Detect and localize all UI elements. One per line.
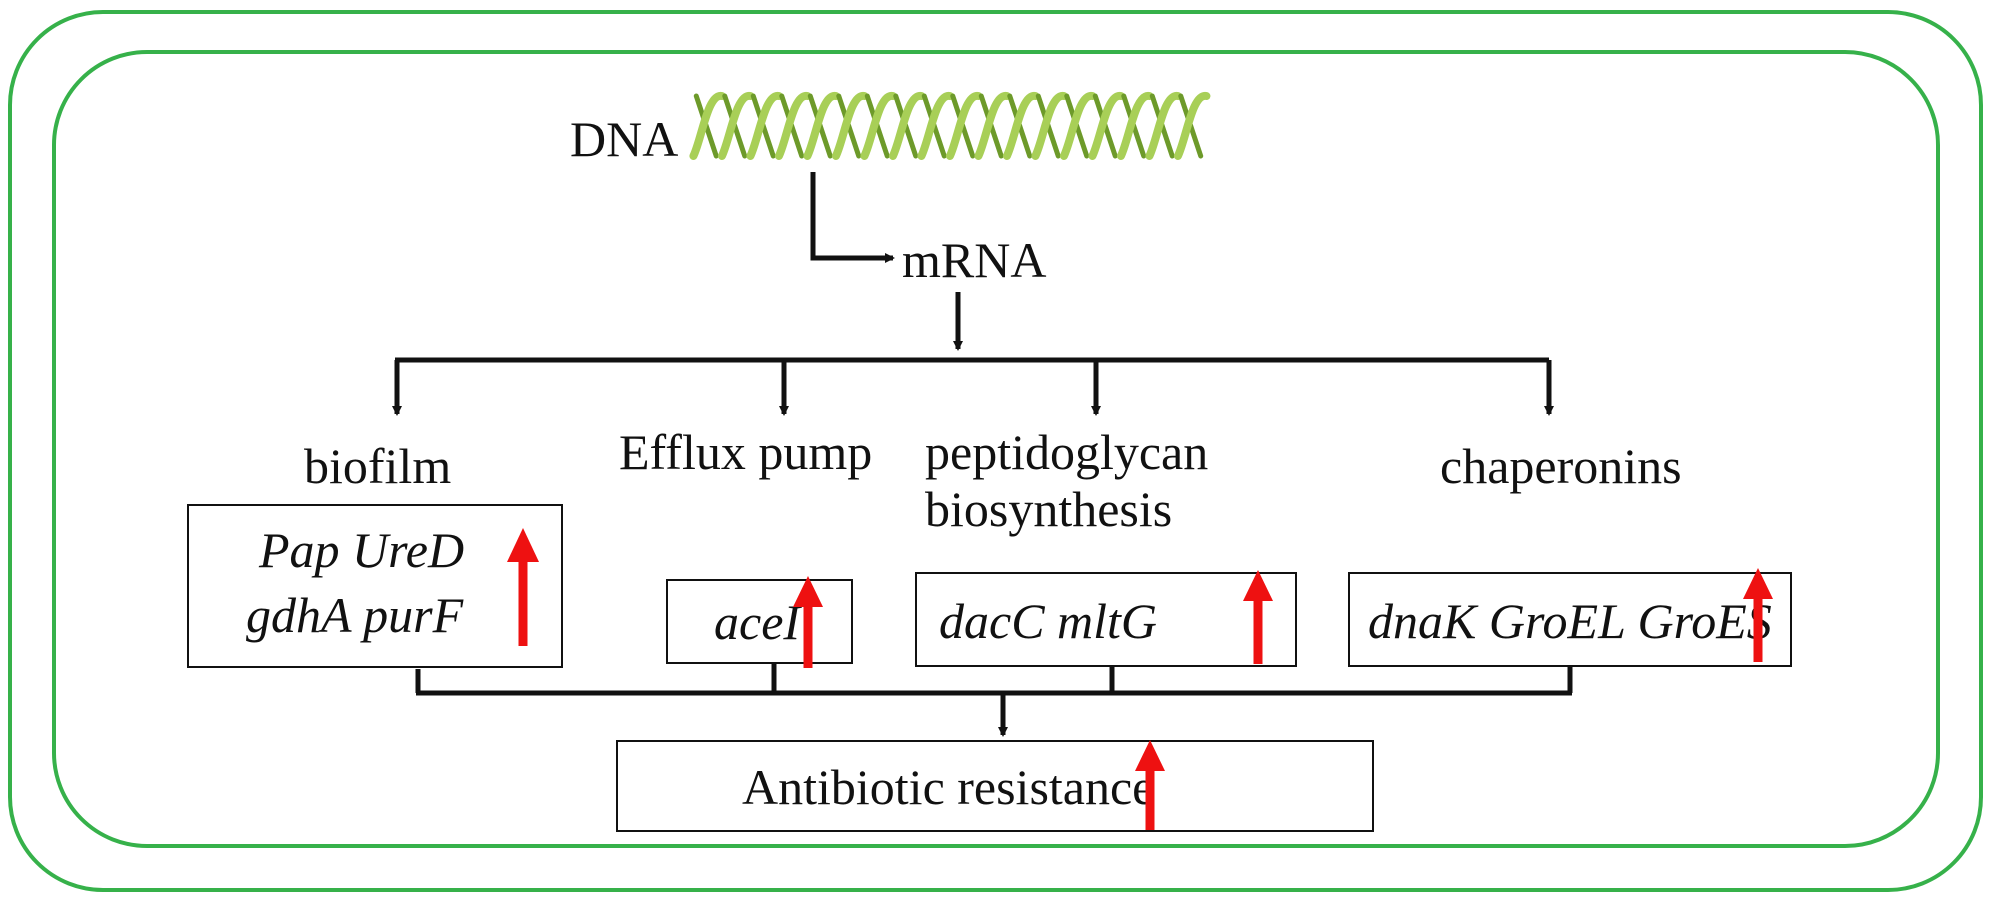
helix-strand-front <box>717 92 755 160</box>
helix-strand-front <box>1059 92 1097 160</box>
helix-strand-front <box>1031 92 1068 160</box>
helix-strand-front <box>689 92 726 160</box>
helix-strand-front <box>974 92 1011 160</box>
helix-strand-front <box>945 92 983 160</box>
helix-strand-front <box>1088 92 1125 160</box>
category-title-peptidoglycan: peptidoglycan <box>925 424 1209 480</box>
peptidoglycan-gene-box: dacC mltG <box>915 570 1297 667</box>
up-arrow-icon <box>1243 570 1273 664</box>
chaperonins-gene-box: dnaK GroEL GroES <box>1348 568 1792 667</box>
helix-strand-front <box>1145 92 1182 160</box>
dna-label: DNA <box>570 111 679 167</box>
biofilm-genes-line1: Pap UreD <box>259 522 465 578</box>
biofilm-genes-line2: gdhA purF <box>246 587 464 643</box>
inner-cell-membrane <box>52 50 1940 848</box>
up-arrow-icon <box>1135 740 1165 830</box>
dna-helix-icon <box>689 92 1211 160</box>
up-arrow-icon <box>1743 568 1773 662</box>
antibiotic-resistance-label: Antibiotic resistance <box>742 759 1155 815</box>
antibiotic-resistance-box: Antibiotic resistance <box>616 740 1374 832</box>
mrna-label: mRNA <box>902 232 1047 288</box>
helix-strand-front <box>746 92 783 160</box>
helix-strand-front <box>917 92 954 160</box>
category-title-efflux-pump: Efflux pump <box>619 424 873 480</box>
helix-strand-front <box>1173 92 1211 160</box>
helix-strand-front <box>831 92 869 160</box>
helix-strand-front <box>1002 92 1040 160</box>
outer-cell-membrane <box>8 10 1983 892</box>
up-arrow-icon <box>507 528 539 646</box>
helix-strand-front <box>803 92 840 160</box>
helix-strand-front <box>860 92 897 160</box>
up-arrow-icon <box>793 576 823 668</box>
efflux-genes: aceI <box>714 594 801 650</box>
dna-to-mrna-arrow <box>810 172 895 263</box>
biofilm-gene-box: Pap UreD gdhA purF <box>187 504 563 668</box>
helix-strand-front <box>888 92 926 160</box>
category-title-biofilm: biofilm <box>304 438 452 494</box>
efflux-gene-box: aceI <box>666 576 853 668</box>
category-title-chaperonins: chaperonins <box>1440 438 1682 494</box>
chaperonins-genes: dnaK GroEL GroES <box>1368 593 1772 649</box>
helix-strand-front <box>774 92 812 160</box>
helix-strand-front <box>1116 92 1154 160</box>
category-title-biosynthesis: biosynthesis <box>925 481 1173 537</box>
peptidoglycan-genes: dacC mltG <box>939 593 1158 649</box>
